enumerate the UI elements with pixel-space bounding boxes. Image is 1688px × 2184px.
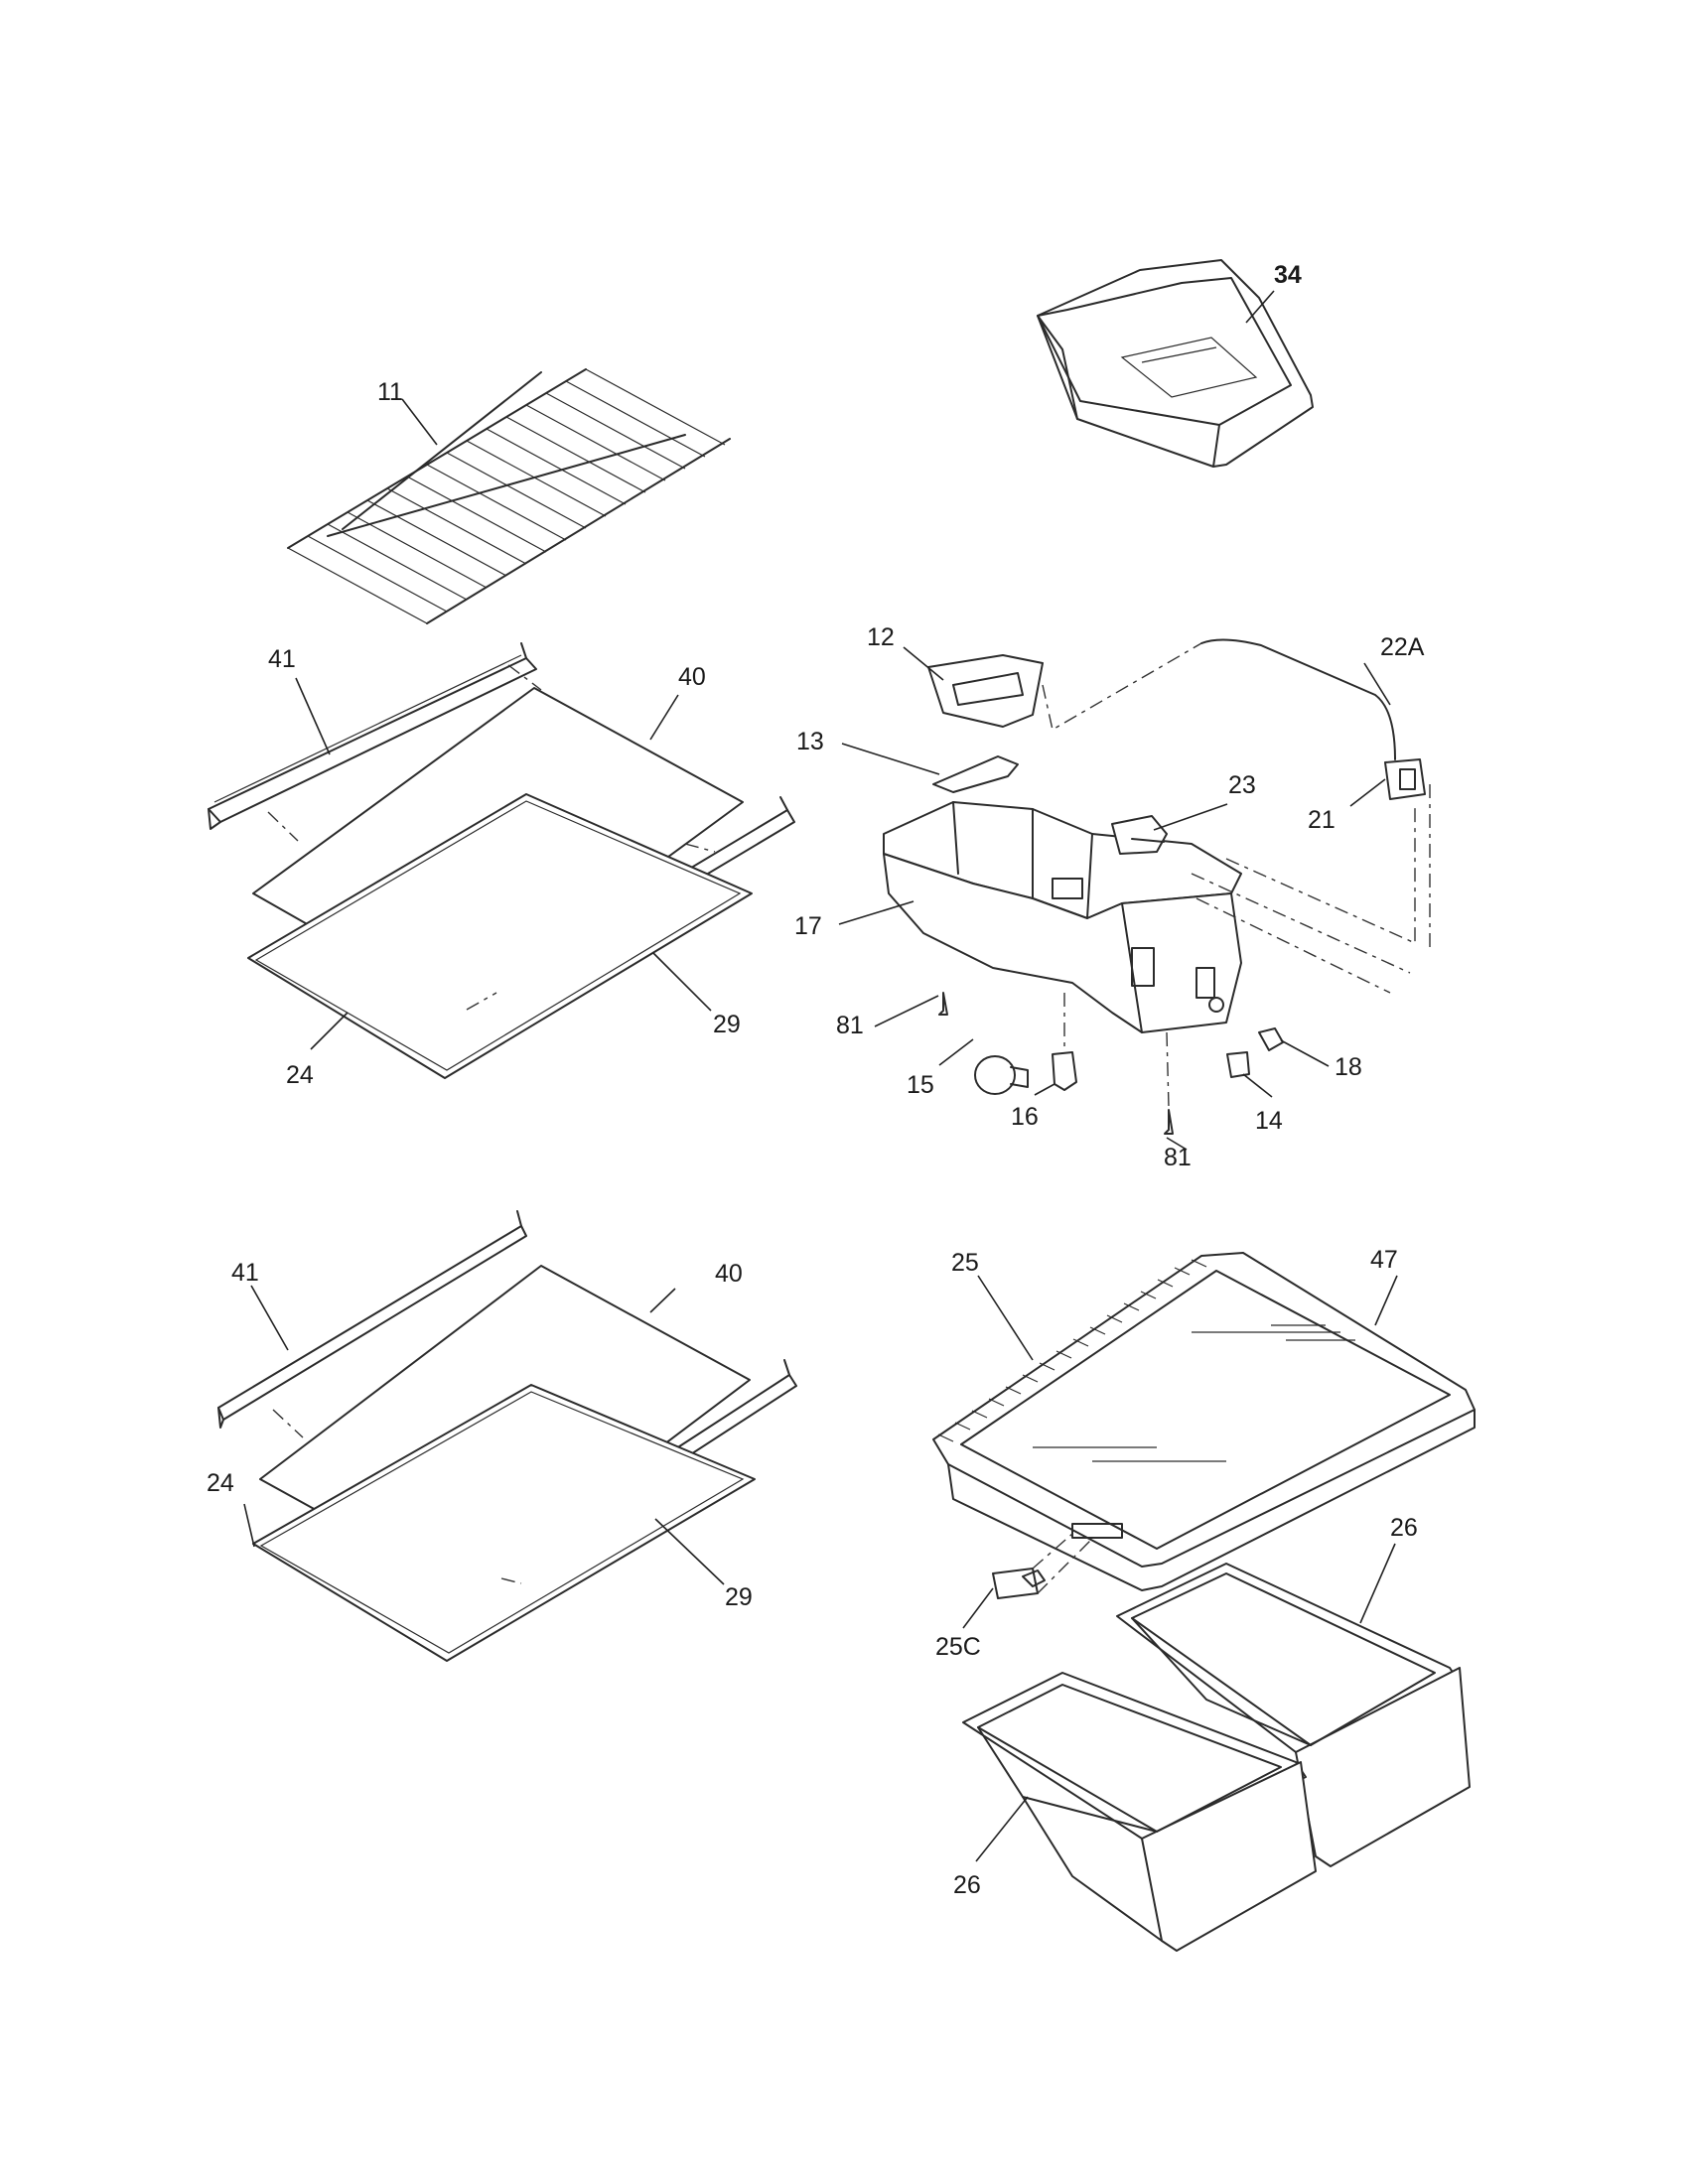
label-40-upper: 40 [678,663,706,691]
label-26-rear: 26 [1390,1514,1418,1542]
label-29-upper: 29 [713,1011,741,1038]
label-25C: 25C [935,1633,981,1661]
label-15: 15 [907,1071,934,1099]
part-labels: 11 34 41 40 29 24 12 13 17 81 15 16 81 1… [207,261,1425,1899]
glass-shelf-assembly-upper[interactable] [208,642,795,1079]
label-81-b: 81 [1164,1144,1192,1171]
label-24-upper: 24 [286,1061,314,1089]
label-29-lower: 29 [725,1583,753,1611]
crisper-drawer-26-rear[interactable] [1116,1563,1471,1867]
label-13: 13 [796,728,824,755]
label-14: 14 [1255,1107,1283,1135]
label-26-front: 26 [953,1871,981,1899]
cover-vent-slots [937,1259,1207,1442]
label-47: 47 [1370,1246,1398,1274]
label-16: 16 [1011,1103,1039,1131]
label-12: 12 [867,623,895,651]
label-25: 25 [951,1249,979,1277]
crisper-drawer-26-front[interactable] [962,1672,1317,1952]
screw-81-a [938,992,948,1016]
light-shield-12 [927,654,1044,728]
label-40-lower: 40 [715,1260,743,1288]
label-41-lower: 41 [231,1259,259,1287]
light-bulb-15 [974,1055,1016,1095]
switch-18 [1258,1027,1284,1051]
shelf-frame-24-upper [247,793,753,1079]
glass-shelf-assembly-lower[interactable] [217,1210,797,1662]
control-housing-17 [883,853,1242,1033]
label-21: 21 [1308,806,1336,834]
wire-harness-22A [1200,638,1396,760]
label-11: 11 [377,378,403,406]
screw-81-b [1164,1109,1174,1135]
label-23: 23 [1228,771,1256,799]
thermostat-23 [1111,815,1168,855]
storage-bin-34[interactable] [1037,259,1314,468]
label-17: 17 [794,912,822,940]
wire-shelf-11[interactable] [287,368,731,624]
shelf-trim-41-upper [208,657,537,823]
light-housing-assembly[interactable] [883,638,1431,1135]
crisper-cover-assembly[interactable] [932,1252,1476,1599]
label-22A: 22A [1380,633,1425,661]
leader-lines [243,290,1398,1862]
shelf-trim-41-lower [217,1225,527,1421]
shelf-frame-24-lower [252,1384,756,1662]
label-34: 34 [1274,261,1302,289]
light-switch-14 [1226,1051,1250,1078]
label-81-a: 81 [836,1012,864,1039]
switch-21 [1384,758,1426,800]
label-18: 18 [1335,1053,1362,1081]
label-41-upper: 41 [268,645,296,673]
light-lens-13 [932,755,1019,793]
light-socket-16 [1052,1051,1077,1091]
label-24-lower: 24 [207,1469,234,1497]
